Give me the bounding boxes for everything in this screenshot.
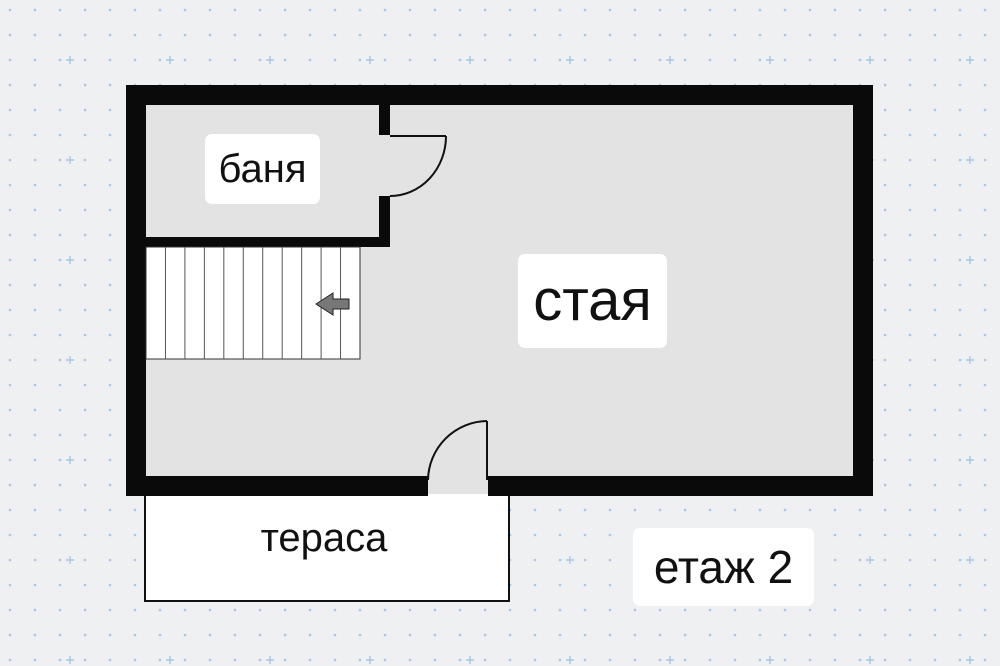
terrace-area — [144, 486, 510, 602]
bathroom-walls — [136, 95, 390, 247]
top-wall — [126, 85, 873, 105]
staircase — [145, 246, 361, 360]
bathroom-right-wall-lower — [379, 196, 390, 247]
bottom-wall-right — [488, 476, 873, 496]
bottom-wall-left — [126, 476, 428, 496]
outer-walls — [126, 85, 873, 496]
left-wall — [126, 85, 146, 496]
bathroom-label: баня — [205, 134, 320, 204]
stairs-direction-arrow-icon — [315, 292, 350, 316]
bathroom-right-wall-upper — [379, 95, 390, 135]
terrace-label: тераса — [260, 516, 388, 560]
stair-steps — [164, 247, 342, 359]
floor-number-label: етаж 2 — [633, 528, 814, 606]
room-label: стая — [518, 254, 667, 348]
right-wall — [853, 85, 873, 496]
bathroom-door — [389, 135, 447, 197]
bathroom-bottom-wall — [136, 237, 390, 247]
entrance-door — [427, 420, 488, 494]
